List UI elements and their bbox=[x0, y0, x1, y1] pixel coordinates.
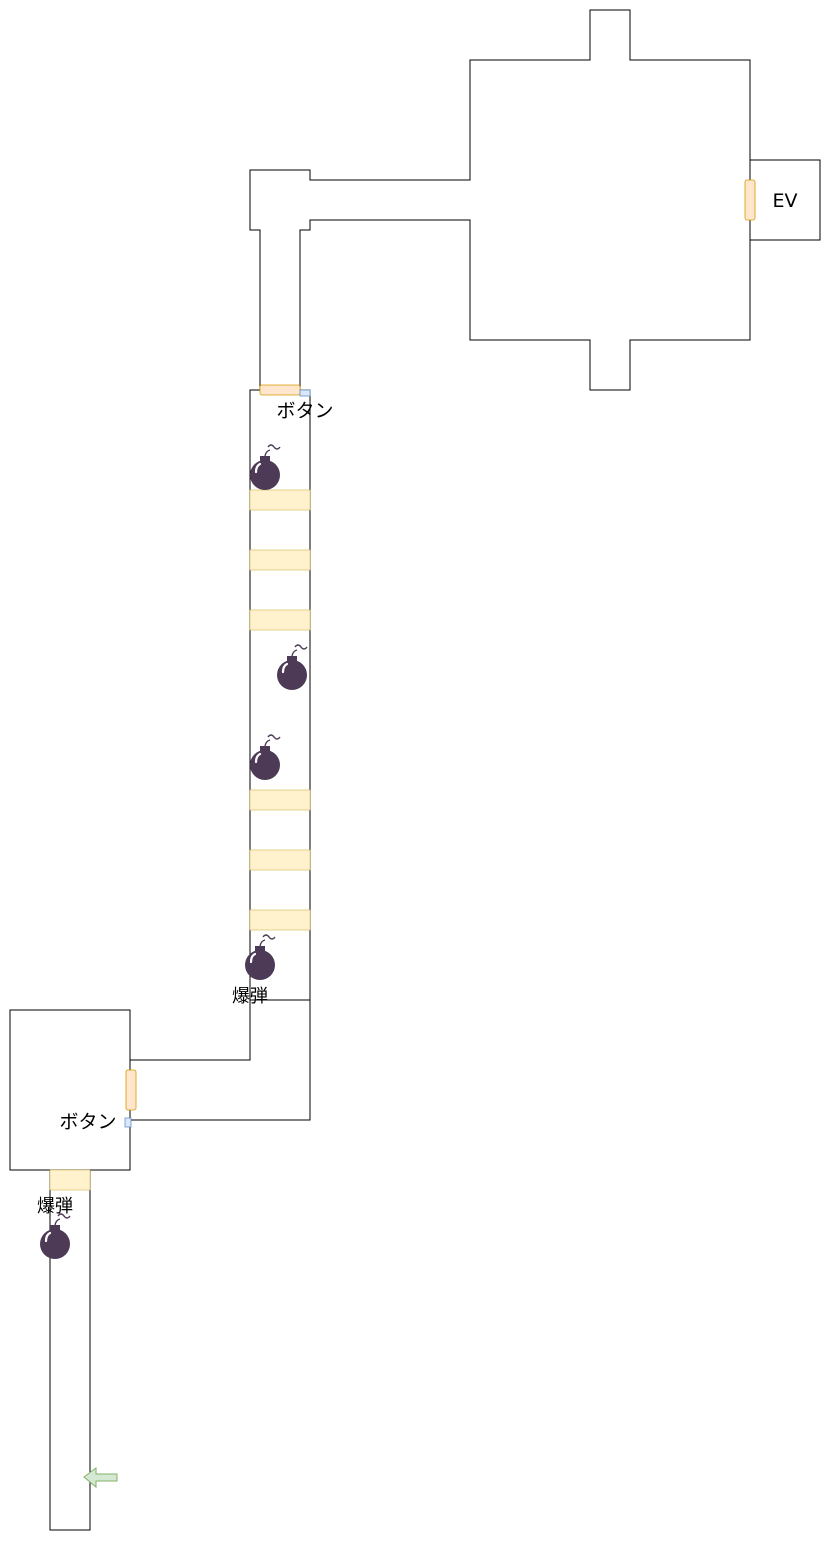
gate-entry bbox=[49, 1169, 91, 1191]
gate-6 bbox=[249, 909, 311, 931]
gate-2 bbox=[249, 549, 311, 571]
corridor-bend bbox=[129, 999, 311, 1121]
button-label-bottom: ボタン bbox=[59, 1111, 116, 1133]
top-corridor-door bbox=[259, 384, 301, 396]
button-top bbox=[299, 389, 311, 397]
gate-1 bbox=[249, 489, 311, 511]
button-room bbox=[9, 1009, 131, 1171]
top-room-walls bbox=[249, 9, 751, 391]
button-bottom bbox=[124, 1117, 132, 1128]
left-arrow-icon bbox=[83, 1467, 118, 1489]
button-label-top: ボタン bbox=[276, 400, 333, 422]
bomb-label-bottom: 爆弾 bbox=[37, 1196, 73, 1217]
gate-4 bbox=[249, 789, 311, 811]
gate-3 bbox=[249, 609, 311, 631]
gate-5 bbox=[249, 849, 311, 871]
button-room-door bbox=[125, 1069, 137, 1111]
bomb-label-mid: 爆弾 bbox=[232, 986, 268, 1007]
elevator-room bbox=[749, 159, 821, 241]
elevator-door bbox=[744, 179, 756, 221]
entry-corridor bbox=[49, 1169, 91, 1531]
elevator-label: EV bbox=[772, 190, 797, 212]
